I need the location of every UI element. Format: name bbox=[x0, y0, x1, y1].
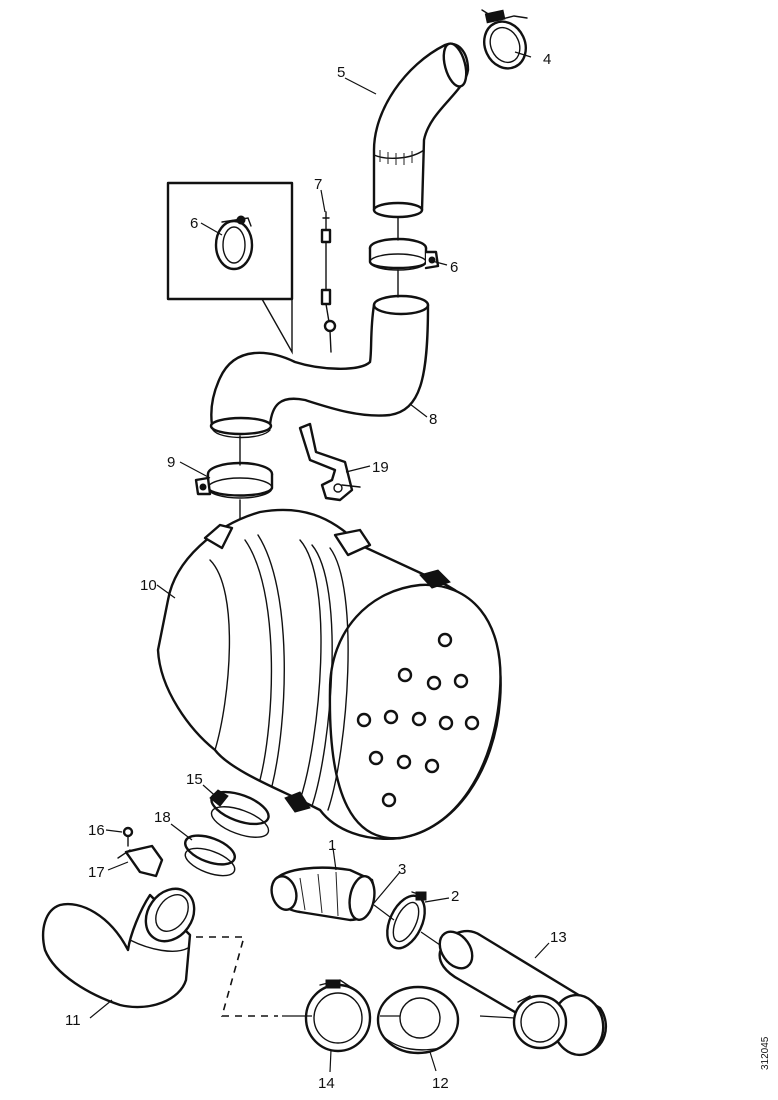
clamp-6 bbox=[368, 237, 440, 271]
callout-2: 2 bbox=[451, 888, 459, 905]
clamp-2 bbox=[386, 891, 427, 950]
callout-5: 5 bbox=[337, 64, 345, 81]
callout-17: 17 bbox=[88, 864, 105, 881]
document-id: 312045 bbox=[760, 1036, 771, 1070]
pipe-13-end-clamp bbox=[512, 994, 568, 1050]
callout-6: 6 bbox=[450, 259, 458, 276]
sensor-rod-7 bbox=[320, 211, 337, 353]
dashed-assembly-line bbox=[196, 936, 278, 1017]
elbow-pipe-11 bbox=[41, 887, 196, 1009]
clamp-14 bbox=[304, 979, 372, 1053]
assembly-lines bbox=[239, 216, 399, 521]
callout-6-inset: 6 bbox=[190, 215, 198, 232]
detail-inset-box bbox=[166, 181, 294, 355]
bracket-19 bbox=[298, 422, 361, 502]
elbow-pipe-5 bbox=[372, 42, 470, 219]
sleeve-12 bbox=[376, 985, 460, 1055]
callout-9: 9 bbox=[167, 454, 175, 471]
callout-10: 10 bbox=[140, 577, 157, 594]
callout-13: 13 bbox=[550, 929, 567, 946]
callout-18: 18 bbox=[154, 809, 171, 826]
seal-ring-18 bbox=[184, 834, 236, 877]
flex-pipe-1 bbox=[270, 866, 376, 922]
callout-labels: 1 2 3 4 5 6 6 7 8 9 10 11 12 13 14 15 16… bbox=[65, 51, 567, 1092]
callout-4: 4 bbox=[543, 51, 551, 68]
bracket-17 bbox=[117, 844, 164, 878]
s-bend-pipe-8 bbox=[209, 294, 430, 439]
callout-19: 19 bbox=[372, 459, 389, 476]
bolt-16 bbox=[122, 826, 134, 847]
silencer-10 bbox=[156, 508, 502, 840]
callout-15: 15 bbox=[186, 771, 203, 788]
clamp-6-inset bbox=[214, 215, 254, 271]
clamp-4 bbox=[481, 9, 528, 70]
end-face-holes bbox=[356, 632, 480, 808]
callout-7: 7 bbox=[314, 176, 322, 193]
callout-3: 3 bbox=[398, 861, 406, 878]
leader-lines bbox=[89, 51, 550, 1073]
callout-11: 11 bbox=[65, 1012, 81, 1029]
callout-16: 16 bbox=[88, 822, 105, 839]
callout-12: 12 bbox=[432, 1075, 449, 1092]
clamp-9 bbox=[194, 461, 274, 499]
callout-8: 8 bbox=[429, 411, 437, 428]
clamp-15 bbox=[209, 789, 270, 838]
callout-14: 14 bbox=[318, 1075, 335, 1092]
callout-1: 1 bbox=[328, 837, 336, 854]
